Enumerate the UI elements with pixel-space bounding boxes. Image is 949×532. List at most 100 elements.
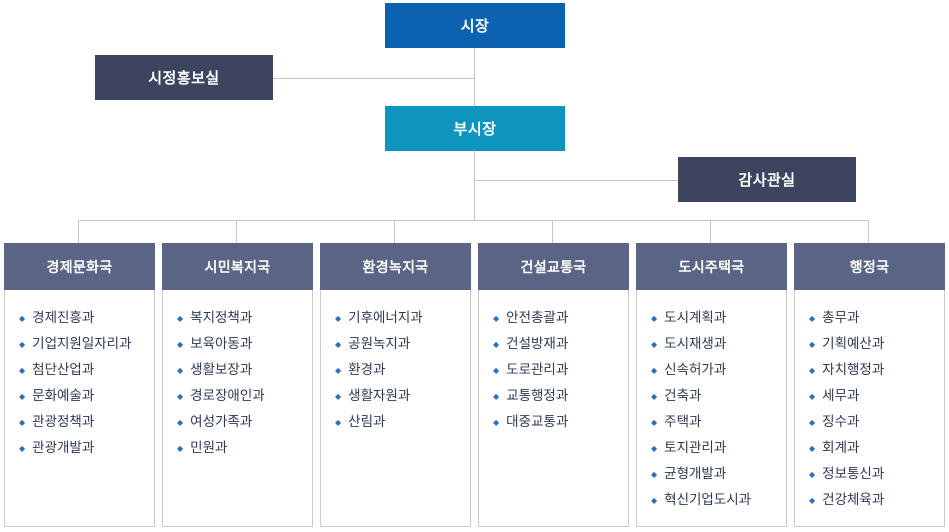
- department-label: 균형개발과: [664, 466, 727, 481]
- department-item[interactable]: ◆문화예술과: [19, 384, 154, 410]
- department-label: 건강체육과: [822, 492, 885, 507]
- bureau-column: 경제문화국◆경제진흥과◆기업지원일자리과◆첨단산업과◆문화예술과◆관광정책과◆관…: [4, 243, 155, 527]
- department-label: 관광개발과: [32, 440, 95, 455]
- department-item[interactable]: ◆ 균형개발과: [651, 462, 786, 488]
- department-label: 산림과: [348, 414, 386, 429]
- diamond-bullet-icon: ◆: [19, 366, 26, 375]
- department-item[interactable]: ◆ 관광개발과: [19, 436, 154, 462]
- department-item[interactable]: ◆보육아동과: [177, 332, 312, 358]
- department-item[interactable]: ◆환경과: [335, 358, 470, 384]
- node-vice-mayor-label: 부시장: [453, 121, 497, 138]
- bureau-header[interactable]: 시민복지국: [162, 243, 313, 290]
- department-label: 민원과: [190, 440, 228, 455]
- department-item[interactable]: ◆ 경제진흥과: [19, 306, 154, 332]
- diamond-bullet-icon: ◆: [335, 418, 342, 427]
- node-mayor[interactable]: 시장: [385, 3, 565, 48]
- department-item[interactable]: ◆도로관리과: [493, 358, 628, 384]
- department-item[interactable]: ◆도시재생과: [651, 332, 786, 358]
- department-label: 교통행정과: [506, 388, 569, 403]
- department-item[interactable]: ◆ 도시계획과: [651, 306, 786, 332]
- department-item[interactable]: ◆자치행정과: [809, 358, 944, 384]
- department-item[interactable]: ◆ 혁신기업도시과: [651, 488, 786, 514]
- diamond-bullet-icon: ◆: [809, 496, 816, 505]
- connector-drop-2: [236, 220, 237, 245]
- bureau-header[interactable]: 도시주택국: [636, 243, 787, 290]
- bureau-header[interactable]: 환경녹지국: [320, 243, 471, 290]
- department-item[interactable]: ◆복지정책과: [177, 306, 312, 332]
- department-item[interactable]: ◆세무과: [809, 384, 944, 410]
- connector-distribution-bar: [78, 220, 868, 221]
- department-item[interactable]: ◆ 총무과: [809, 306, 944, 332]
- department-item[interactable]: ◆정보통신과: [809, 462, 944, 488]
- department-label: 정보통신과: [822, 466, 885, 481]
- department-item[interactable]: ◆ 건강체육과: [809, 488, 944, 514]
- department-item[interactable]: ◆토지관리과: [651, 436, 786, 462]
- department-item[interactable]: ◆ 생활자원과: [335, 384, 470, 410]
- department-item[interactable]: ◆첨단산업과: [19, 358, 154, 384]
- diamond-bullet-icon: ◆: [177, 444, 184, 453]
- connector-drop-5: [710, 220, 711, 245]
- diamond-bullet-icon: ◆: [651, 470, 658, 479]
- node-audit-office[interactable]: 감사관실: [678, 157, 856, 202]
- diamond-bullet-icon: ◆: [493, 418, 500, 427]
- department-label: 총무과: [822, 310, 860, 325]
- diamond-bullet-icon: ◆: [177, 340, 184, 349]
- department-item[interactable]: ◆ 교통행정과: [493, 384, 628, 410]
- department-label: 기업지원일자리과: [32, 336, 132, 351]
- department-item[interactable]: ◆건축과: [651, 384, 786, 410]
- bureau-header[interactable]: 건설교통국: [478, 243, 629, 290]
- department-label: 혁신기업도시과: [664, 492, 752, 507]
- department-label: 신속허가과: [664, 362, 727, 377]
- diamond-bullet-icon: ◆: [651, 314, 658, 323]
- bureau-column: 시민복지국◆복지정책과◆보육아동과◆생활보장과◆경로장애인과◆여성가족과◆민원과: [162, 243, 313, 527]
- department-item[interactable]: ◆생활보장과: [177, 358, 312, 384]
- department-item[interactable]: ◆기업지원일자리과: [19, 332, 154, 358]
- diamond-bullet-icon: ◆: [809, 314, 816, 323]
- department-item[interactable]: ◆경로장애인과: [177, 384, 312, 410]
- department-item[interactable]: ◆안전총괄과: [493, 306, 628, 332]
- diamond-bullet-icon: ◆: [335, 392, 342, 401]
- department-label: 대중교통과: [506, 414, 569, 429]
- department-item[interactable]: ◆ 건설방재과: [493, 332, 628, 358]
- department-label: 경로장애인과: [190, 388, 265, 403]
- bureau-header[interactable]: 행정국: [794, 243, 945, 290]
- connector-drop-1: [78, 220, 79, 245]
- department-item[interactable]: ◆관광정책과: [19, 410, 154, 436]
- department-label: 문화예술과: [32, 388, 95, 403]
- diamond-bullet-icon: ◆: [493, 392, 500, 401]
- department-item[interactable]: ◆여성가족과: [177, 410, 312, 436]
- diamond-bullet-icon: ◆: [651, 496, 658, 505]
- diamond-bullet-icon: ◆: [19, 314, 26, 323]
- bureau-header[interactable]: 경제문화국: [4, 243, 155, 290]
- department-label: 여성가족과: [190, 414, 253, 429]
- bureau-column: 행정국 ◆ 총무과 ◆기획예산과◆자치행정과◆세무과◆징수과◆회계과◆정보통신과 ◆ 건강…: [794, 243, 945, 527]
- diamond-bullet-icon: ◆: [335, 314, 342, 323]
- node-vice-mayor[interactable]: 부시장: [385, 106, 565, 151]
- diamond-bullet-icon: ◆: [335, 340, 342, 349]
- diamond-bullet-icon: ◆: [651, 444, 658, 453]
- department-item[interactable]: ◆ 민원과: [177, 436, 312, 462]
- department-label: 기획예산과: [822, 336, 885, 351]
- node-pr-office[interactable]: 시정홍보실: [95, 55, 273, 100]
- department-item[interactable]: ◆ 산림과: [335, 410, 470, 436]
- department-item[interactable]: ◆기획예산과: [809, 332, 944, 358]
- department-item[interactable]: ◆회계과: [809, 436, 944, 462]
- department-label: 도시계획과: [664, 310, 727, 325]
- department-item[interactable]: ◆공원녹지과: [335, 332, 470, 358]
- department-label: 세무과: [822, 388, 860, 403]
- diamond-bullet-icon: ◆: [493, 340, 500, 349]
- diamond-bullet-icon: ◆: [177, 366, 184, 375]
- department-item[interactable]: ◆기후에너지과: [335, 306, 470, 332]
- department-item[interactable]: ◆신속허가과: [651, 358, 786, 384]
- connector-mayor-to-vicemayor: [474, 48, 475, 106]
- department-label: 경제진흥과: [32, 310, 95, 325]
- department-label: 자치행정과: [822, 362, 885, 377]
- department-item[interactable]: ◆징수과: [809, 410, 944, 436]
- department-list: ◆도시계획과◆도시재생과◆신속허가과◆건축과◆주택과◆토지관리과◆균형개발과◆혁…: [637, 290, 786, 526]
- department-item[interactable]: ◆ 대중교통과: [493, 410, 628, 436]
- department-item[interactable]: ◆주택과: [651, 410, 786, 436]
- bureau-column: 환경녹지국 ◆기후에너지과◆공원녹지과◆환경과 ◆ 생활자원과 ◆ 산림과: [320, 243, 471, 527]
- department-label: 생활자원과: [348, 388, 411, 403]
- department-label: 건설방재과: [506, 336, 569, 351]
- diamond-bullet-icon: ◆: [19, 444, 26, 453]
